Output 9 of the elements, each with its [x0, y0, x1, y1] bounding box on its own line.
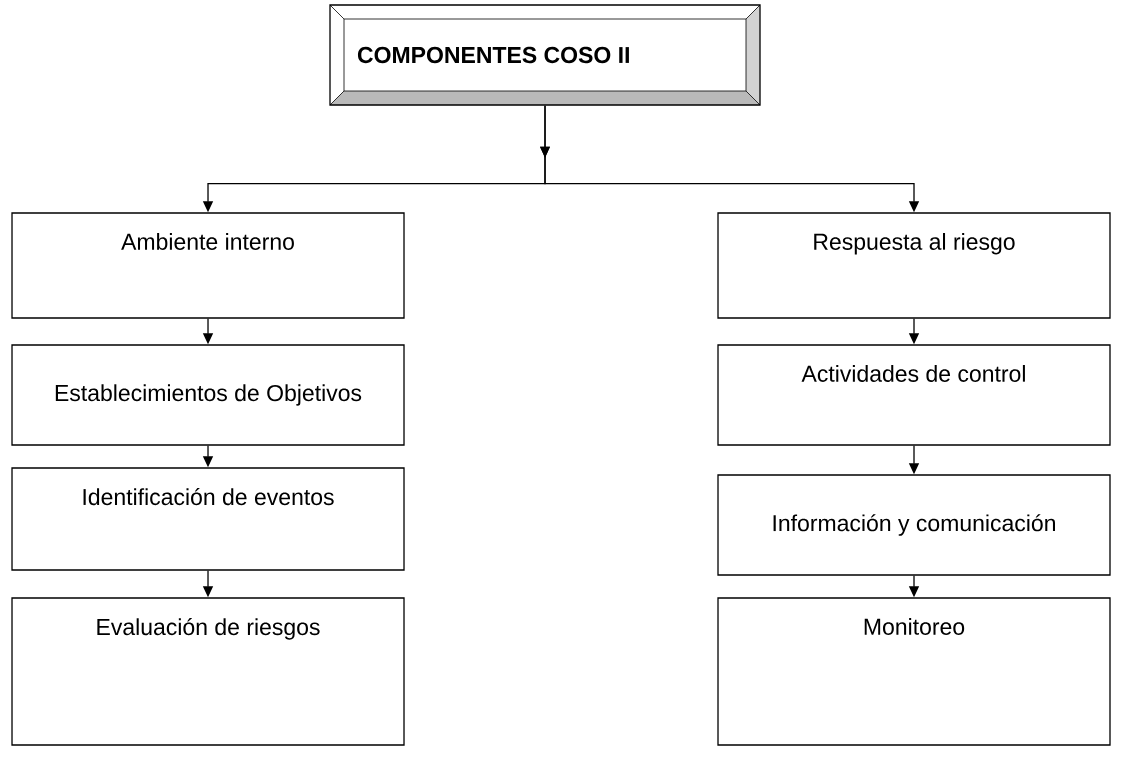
process-box: Monitoreo	[717, 597, 1111, 746]
process-box: Evaluación de riesgos	[11, 597, 405, 746]
process-box: Ambiente interno	[11, 212, 405, 319]
process-box: Información y comunicación	[717, 474, 1111, 576]
process-box: Respuesta al riesgo	[717, 212, 1111, 319]
process-box: Identificación de eventos	[11, 467, 405, 571]
process-box: Actividades de control	[717, 344, 1111, 446]
title-box: COMPONENTES COSO II	[329, 4, 761, 106]
process-box: Establecimientos de Objetivos	[11, 344, 405, 446]
